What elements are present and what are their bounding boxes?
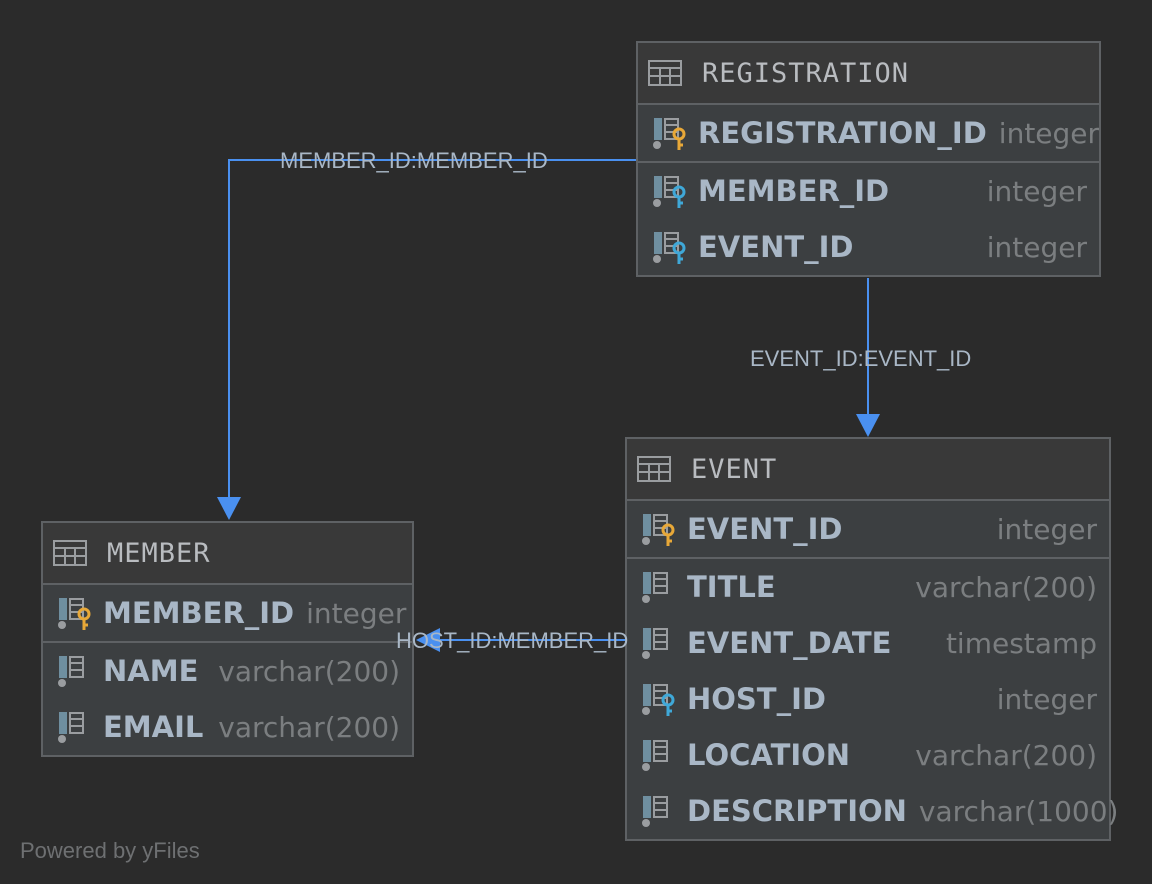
column-row[interactable]: TITLE varchar(200): [627, 559, 1109, 615]
column-type: varchar(200): [218, 654, 400, 688]
primary-key-icon: [639, 510, 677, 548]
foreign-key-icon: [650, 172, 688, 210]
column-row[interactable]: NAME varchar(200): [43, 643, 412, 699]
column-row[interactable]: MEMBER_ID integer: [43, 585, 412, 641]
table-registration[interactable]: REGISTRATION REGISTRATION_ID integer MEM…: [636, 41, 1101, 277]
columns-section: TITLE varchar(200) EVENT_DATE timestamp …: [627, 559, 1118, 839]
pk-section: REGISTRATION_ID integer: [638, 105, 1099, 163]
column-name: EVENT_DATE: [687, 626, 892, 660]
edge-registration-member[interactable]: [217, 159, 636, 520]
pk-section: EVENT_ID integer: [627, 501, 1109, 559]
column-name: LOCATION: [687, 738, 851, 772]
table-member[interactable]: MEMBER MEMBER_ID integer NAME varchar(20…: [41, 521, 414, 757]
column-icon: [639, 736, 677, 774]
primary-key-icon: [650, 114, 688, 152]
column-type: integer: [996, 512, 1097, 546]
column-name: EVENT_ID: [698, 230, 854, 264]
column-icon: [55, 708, 93, 746]
column-row[interactable]: DESCRIPTION varchar(1000): [627, 783, 1118, 839]
column-type: integer: [986, 230, 1087, 264]
column-name: EMAIL: [103, 710, 204, 744]
edge-label-host-id: HOST_ID:MEMBER_ID: [396, 628, 629, 653]
powered-by-footer: Powered by yFiles: [20, 838, 200, 863]
column-icon: [639, 792, 677, 830]
column-row[interactable]: EMAIL varchar(200): [43, 699, 412, 755]
column-row[interactable]: MEMBER_ID integer: [638, 163, 1099, 219]
column-type: integer: [306, 596, 407, 630]
column-row[interactable]: REGISTRATION_ID integer: [638, 105, 1099, 161]
table-header: EVENT: [627, 439, 1109, 501]
foreign-key-icon: [639, 680, 677, 718]
column-type: integer: [986, 174, 1087, 208]
column-row[interactable]: HOST_ID integer: [627, 671, 1109, 727]
column-icon: [55, 652, 93, 690]
table-icon: [637, 456, 671, 482]
primary-key-icon: [55, 594, 93, 632]
columns-section: MEMBER_ID integer EVENT_ID integer: [638, 163, 1099, 275]
column-icon: [639, 624, 677, 662]
column-name: HOST_ID: [687, 682, 826, 716]
table-icon: [648, 60, 682, 86]
table-title: EVENT: [691, 453, 778, 485]
column-icon: [639, 568, 677, 606]
column-type: varchar(200): [915, 738, 1097, 772]
table-title: MEMBER: [107, 537, 211, 569]
edge-label-event-id: EVENT_ID:EVENT_ID: [750, 346, 972, 371]
table-title: REGISTRATION: [702, 57, 910, 89]
column-name: DESCRIPTION: [687, 794, 907, 828]
table-header: REGISTRATION: [638, 43, 1099, 105]
column-name: MEMBER_ID: [698, 174, 890, 208]
column-row[interactable]: EVENT_ID integer: [627, 501, 1109, 557]
column-row[interactable]: EVENT_ID integer: [638, 219, 1099, 275]
column-name: EVENT_ID: [687, 512, 843, 546]
column-type: timestamp: [945, 626, 1097, 660]
column-name: MEMBER_ID: [103, 596, 295, 630]
column-row[interactable]: EVENT_DATE timestamp: [627, 615, 1109, 671]
pk-section: MEMBER_ID integer: [43, 585, 412, 643]
column-type: integer: [998, 116, 1100, 150]
table-header: MEMBER: [43, 523, 412, 585]
column-row[interactable]: LOCATION varchar(200): [627, 727, 1109, 783]
edge-label-member-id: MEMBER_ID:MEMBER_ID: [280, 148, 548, 173]
column-name: NAME: [103, 654, 199, 688]
foreign-key-icon: [650, 228, 688, 266]
column-name: REGISTRATION_ID: [698, 116, 987, 150]
column-type: varchar(200): [218, 710, 400, 744]
column-type: varchar(1000): [918, 794, 1119, 828]
columns-section: NAME varchar(200) EMAIL varchar(200): [43, 643, 412, 755]
column-name: TITLE: [687, 570, 776, 604]
table-event[interactable]: EVENT EVENT_ID integer TITLE varchar(200…: [625, 437, 1118, 841]
table-icon: [53, 540, 87, 566]
column-type: integer: [996, 682, 1097, 716]
column-type: varchar(200): [915, 570, 1097, 604]
